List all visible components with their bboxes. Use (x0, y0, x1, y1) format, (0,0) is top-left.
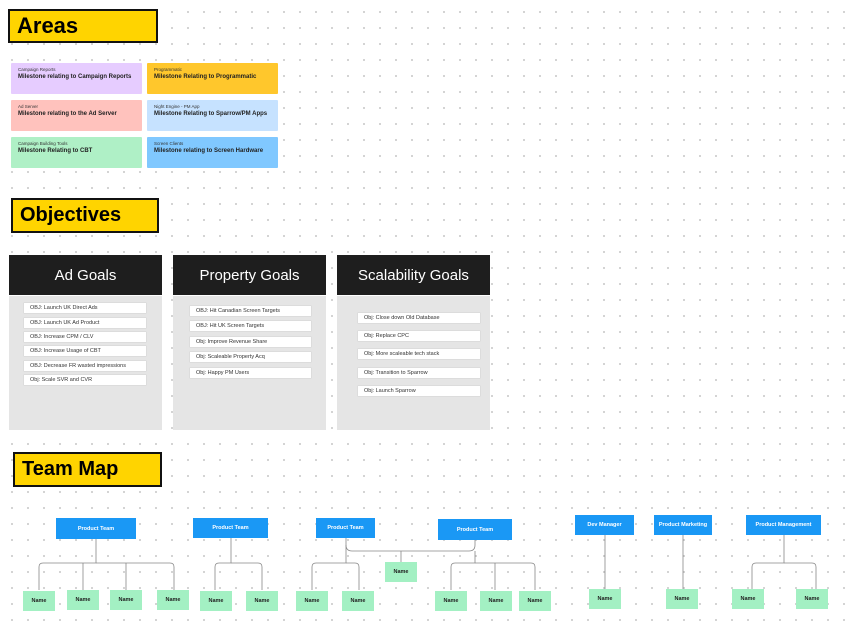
team-member-box[interactable]: Name (200, 591, 232, 611)
team-member-box[interactable]: Name (589, 589, 621, 609)
team-member-box[interactable]: Name (480, 591, 512, 611)
area-milestone: Milestone relating to Screen Hardware (154, 148, 264, 154)
section-title-objectives: Objectives (11, 198, 159, 233)
team-box-product-management[interactable]: Product Management (746, 515, 821, 535)
team-member-box[interactable]: Name (732, 589, 764, 609)
objective-item[interactable]: OBJ: Launch UK Ad Product (24, 318, 146, 328)
objective-item[interactable]: OBJ: Decrease FR wasted impressions (24, 361, 146, 371)
section-title-team-map: Team Map (13, 452, 162, 487)
panel-header-ad-goals[interactable]: Ad Goals (9, 255, 162, 295)
team-member-box[interactable]: Name (67, 590, 99, 610)
team-box-product-team[interactable]: Product Team (438, 519, 512, 540)
team-member-box[interactable]: Name (23, 591, 55, 611)
area-milestone: Milestone Relating to CBT (18, 148, 93, 154)
area-milestone: Milestone relating to Campaign Reports (18, 74, 132, 80)
team-box-product-team[interactable]: Product Team (56, 518, 136, 539)
objective-item[interactable]: OBJ: Launch UK Direct Ads (24, 303, 146, 313)
team-member-box[interactable]: Name (385, 562, 417, 582)
area-milestone: Milestone relating to the Ad Server (18, 111, 117, 117)
objective-item[interactable]: Obj: Launch Sparrow (358, 386, 480, 396)
objective-item[interactable]: OBJ: Hit UK Screen Targets (190, 321, 311, 331)
team-member-box[interactable]: Name (110, 590, 142, 610)
area-category: Campaign Reports (18, 67, 56, 72)
team-member-box[interactable]: Name (342, 591, 374, 611)
panel-body-property-goals (173, 296, 326, 430)
area-milestone: Milestone Relating to Programmatic (154, 74, 257, 80)
objective-item[interactable]: Obj: More scaleable tech stack (358, 349, 480, 359)
objective-item[interactable]: Obj: Scale SVR and CVR (24, 375, 146, 385)
area-category: Campaign Building Tools (18, 141, 68, 146)
area-card-screen-clients[interactable]: Screen Clients Milestone relating to Scr… (147, 137, 278, 168)
team-member-box[interactable]: Name (157, 590, 189, 610)
team-box-product-marketing[interactable]: Product Marketing (654, 515, 712, 535)
area-category: Ad Server (18, 104, 39, 109)
area-category: Programmatic (154, 67, 183, 72)
team-member-box[interactable]: Name (246, 591, 278, 611)
team-member-box[interactable]: Name (435, 591, 467, 611)
panel-header-scalability-goals[interactable]: Scalability Goals (337, 255, 490, 295)
objective-item[interactable]: Obj: Scaleable Property Acq (190, 352, 311, 362)
team-box-product-team[interactable]: Product Team (193, 518, 268, 538)
objective-item[interactable]: Obj: Happy PM Users (190, 368, 311, 378)
objective-item[interactable]: Obj: Transition to Sparrow (358, 368, 480, 378)
area-card-campaign-building-tools[interactable]: Campaign Building Tools Milestone Relati… (11, 137, 142, 168)
team-member-box[interactable]: Name (796, 589, 828, 609)
objective-item[interactable]: OBJ: Increase Usage of CBT (24, 346, 146, 356)
objective-item[interactable]: OBJ: Hit Canadian Screen Targets (190, 306, 311, 316)
area-category: Night Engine - PM App (154, 104, 200, 109)
section-title-areas: Areas (8, 9, 158, 43)
area-card-campaign-reports[interactable]: Campaign Reports Milestone relating to C… (11, 63, 142, 94)
area-card-ad-server[interactable]: Ad Server Milestone relating to the Ad S… (11, 100, 142, 131)
team-box-dev-manager[interactable]: Dev Manager (575, 515, 634, 535)
area-card-programmatic[interactable]: Programmatic Milestone Relating to Progr… (147, 63, 278, 94)
team-box-product-team[interactable]: Product Team (316, 518, 375, 538)
team-member-box[interactable]: Name (666, 589, 698, 609)
team-member-box[interactable]: Name (296, 591, 328, 611)
objective-item[interactable]: Obj: Close down Old Database (358, 313, 480, 323)
objective-item[interactable]: Obj: Improve Revenue Share (190, 337, 311, 347)
team-member-box[interactable]: Name (519, 591, 551, 611)
panel-header-property-goals[interactable]: Property Goals (173, 255, 326, 295)
area-card-night-engine[interactable]: Night Engine - PM App Milestone Relating… (147, 100, 278, 131)
area-milestone: Milestone Relating to Sparrow/PM Apps (154, 111, 268, 117)
area-category: Screen Clients (154, 141, 184, 146)
objective-item[interactable]: Obj: Replace CPC (358, 331, 480, 341)
objective-item[interactable]: OBJ: Increase CPM / CLV (24, 332, 146, 342)
